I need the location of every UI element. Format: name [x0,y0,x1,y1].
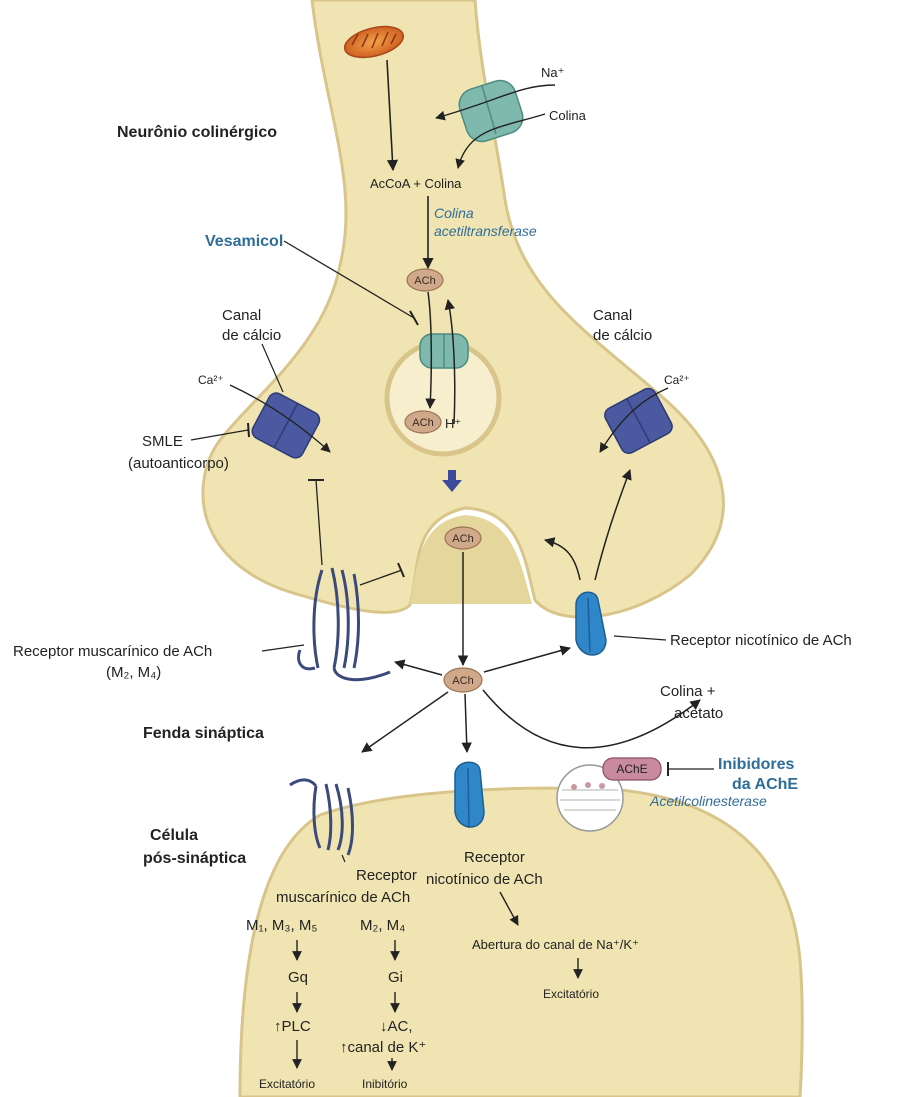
colina-acetato-2: acetato [674,705,723,722]
smle-label-1: SMLE [142,433,183,450]
musc-pre-label-1: Receptor muscarínico de ACh [13,643,212,660]
k-channel-label: ↑canal de K⁺ [340,1039,426,1056]
svg-text:ACh: ACh [412,417,433,429]
inhib-label-1: Inibidores [718,756,795,773]
vesamicol-label: Vesamicol [205,233,283,250]
ache-label: AChE [616,762,647,776]
ac-label: ↓AC, [380,1018,413,1035]
plc-label: ↑PLC [274,1018,311,1035]
post-label-1: Célula [150,827,198,844]
nicotinic-receptor-post-icon [455,762,484,828]
nic-post-label-1: Receptor [464,849,525,866]
excit-left-label: Excitatório [259,1077,315,1091]
canal-right-1: Canal [593,307,632,324]
abertura-label: Abertura do canal de Na⁺/K⁺ [472,937,639,952]
ach-molecule-cytoplasm: ACh [407,269,443,291]
nic-post-label-2: nicotínico de ACh [426,871,543,888]
m135-label: M₁, M₃, M₅ [246,917,317,934]
musc-pre-label-2: (M₂, M₄) [106,664,161,681]
m24-label: M₂, M₄ [360,917,405,934]
cleft-label: Fenda sináptica [143,725,264,742]
na-label: Na⁺ [541,65,564,80]
ca-right-label: Ca²⁺ [664,373,690,387]
h-label: H⁺ [445,416,461,431]
svg-text:ACh: ACh [452,533,473,545]
nic-pre-label: Receptor nicotínico de ACh [670,632,852,649]
svg-text:ACh: ACh [452,675,473,687]
excit-nic-label: Excitatório [543,987,599,1001]
musc-post-label-1: Receptor [356,867,417,884]
smle-label-2: (autoanticorpo) [128,455,229,472]
gq-label: Gq [288,969,308,986]
svg-text:ACh: ACh [414,275,435,287]
ach-molecule-vesicle: ACh [405,411,441,433]
colina-transport-label: Colina [549,108,587,123]
ca-left-label: Ca²⁺ [198,373,224,387]
canal-right-2: de cálcio [593,327,652,344]
inhib-right-label: Inibitório [362,1077,408,1091]
vesicular-transporter-icon [420,334,468,368]
acetilcolinesterase-label: Acetilcolinesterase [649,793,767,809]
gi-label: Gi [388,969,403,986]
inhib-label-2: da AChE [732,776,798,793]
chat-label-2: acetiltransferase [434,223,537,239]
colina-acetato-1: Colina + [660,683,716,700]
post-label-2: pós-sináptica [143,850,246,867]
canal-left-1: Canal [222,307,261,324]
acoa-colina-label: AcCoA + Colina [370,176,462,191]
chat-label-1: Colina [434,205,474,221]
ach-molecule-cleft: ACh [444,668,482,692]
musc-post-label-2: muscarínico de ACh [276,889,410,906]
neuron-label: Neurônio colinérgico [117,124,277,141]
canal-left-2: de cálcio [222,327,281,344]
ach-molecule-release: ACh [445,527,481,549]
